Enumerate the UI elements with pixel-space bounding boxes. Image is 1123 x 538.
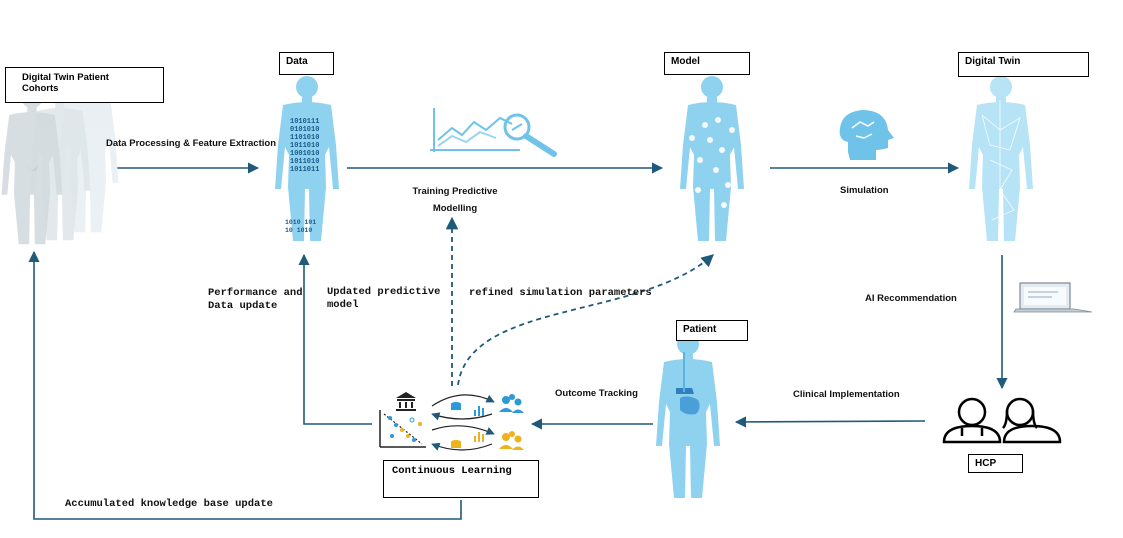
outcome-tracking-label: Outcome Tracking bbox=[555, 388, 638, 399]
updated-model-label: Updated predictive model bbox=[327, 286, 440, 312]
laptop-icon bbox=[1013, 282, 1093, 313]
continuous-learning-icon bbox=[379, 392, 524, 451]
accumulated-label: Accumulated knowledge base update bbox=[65, 498, 273, 510]
digital-twin-box: Digital Twin bbox=[958, 52, 1089, 77]
model-box: Model bbox=[664, 52, 750, 75]
arrow-accumulated-to-cohorts bbox=[28, 250, 462, 520]
clinical-implementation-label: Clinical Implementation bbox=[793, 389, 900, 400]
binary-line: 1011010 bbox=[290, 158, 320, 166]
cohorts-box: Digital Twin Patient Cohorts bbox=[5, 67, 164, 103]
binary-line: 1011010 bbox=[290, 142, 320, 150]
arrows bbox=[28, 162, 1008, 520]
bank-icon bbox=[396, 392, 416, 411]
arrow-refined-to-model bbox=[457, 254, 714, 386]
data-box: Data bbox=[279, 52, 334, 75]
binary-line: 0101010 bbox=[290, 126, 320, 134]
refined-label: refined simulation parameters bbox=[469, 287, 652, 299]
bar-mini-icon bbox=[474, 406, 484, 442]
processing-label: Data Processing & Feature Extraction bbox=[106, 138, 276, 149]
patient-body-icon bbox=[656, 333, 720, 498]
ai-recommendation-label: AI Recommendation bbox=[865, 293, 957, 304]
binary-line: 1001010 bbox=[290, 150, 320, 158]
performance-label: Performance and Data update bbox=[208, 287, 303, 313]
binary-line: 1101010 bbox=[290, 134, 320, 142]
simulation-label: Simulation bbox=[840, 185, 889, 196]
updated-model-label-line2: model bbox=[327, 299, 359, 311]
performance-label-line1: Performance and bbox=[208, 287, 303, 299]
scatter-plot-icon bbox=[379, 410, 426, 448]
arrow-hcp-to-patient bbox=[734, 416, 926, 428]
analytics-chart-icon bbox=[430, 108, 557, 157]
binary-code: 1010111 0101010 1101010 1011010 1001010 … bbox=[290, 118, 330, 174]
people-blue-icon bbox=[499, 394, 524, 413]
data-body-icon: 10 1010 1010 101 bbox=[275, 76, 339, 241]
patient-box: Patient bbox=[676, 320, 748, 341]
hcp-doctors-icon bbox=[942, 397, 1062, 444]
binary-line: 1010111 bbox=[290, 118, 320, 126]
performance-label-line2: Data update bbox=[208, 300, 278, 312]
arrow-learning-to-data bbox=[298, 253, 372, 425]
people-yellow-icon bbox=[499, 431, 524, 450]
svg-text:1010 101: 1010 101 bbox=[285, 219, 316, 226]
database-icon bbox=[451, 402, 461, 448]
digital-twin-body-icon bbox=[969, 76, 1033, 241]
model-body-icon bbox=[680, 76, 744, 241]
hcp-box: HCP bbox=[968, 454, 1023, 473]
ai-head-icon bbox=[839, 110, 894, 160]
continuous-learning-box: Continuous Learning bbox=[383, 460, 539, 498]
training-label-line1: Training Predictive bbox=[412, 186, 498, 197]
cohort-figures-icon bbox=[1, 75, 119, 245]
svg-text:10 1010: 10 1010 bbox=[285, 227, 312, 234]
binary-line: 1011011 bbox=[290, 166, 320, 174]
training-label: Training Predictive Modelling bbox=[400, 183, 510, 217]
updated-model-label-line1: Updated predictive bbox=[327, 286, 441, 298]
training-label-line2: Modelling bbox=[432, 203, 478, 214]
